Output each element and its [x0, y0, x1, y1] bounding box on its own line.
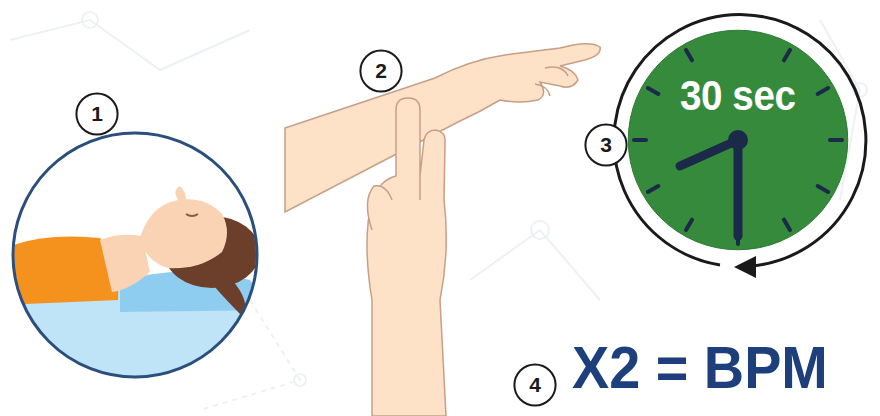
clock-tick: [818, 88, 828, 94]
timer-ring: [614, 15, 866, 278]
pointing-hand: [367, 98, 446, 416]
frame-ring: [13, 133, 257, 377]
circle-shape: [585, 124, 626, 165]
clock-face: 30 sec: [626, 28, 850, 252]
network-line: [10, 20, 250, 70]
wrist-check: [285, 44, 600, 416]
step-number: 1: [76, 93, 118, 135]
resting-person: [0, 133, 270, 390]
step-number: 4: [514, 364, 556, 406]
curled-fingers: [535, 67, 568, 96]
ring-arc: [614, 15, 866, 266]
clock-tick: [818, 186, 828, 192]
minute-hand: [734, 140, 743, 236]
finger-gap: [419, 176, 421, 200]
circle-shape: [628, 30, 848, 250]
nose: [175, 186, 186, 200]
callout-number: 3: [600, 133, 612, 157]
formula-text: X2 = BPM: [572, 338, 828, 398]
circle-shape: [76, 93, 117, 134]
network-dot: [294, 374, 306, 386]
clock-tick: [736, 232, 740, 244]
face: [140, 199, 227, 268]
clock-tick: [648, 186, 658, 192]
network-line: [470, 230, 600, 300]
step-number: 3: [585, 124, 627, 166]
thumb: [367, 186, 392, 230]
step-number: 2: [360, 50, 402, 92]
clock-tick: [784, 220, 790, 230]
clock-tick: [634, 138, 646, 142]
duration-text: 30 sec: [680, 72, 795, 120]
circle-shape: [360, 50, 401, 91]
clock-tick: [686, 220, 692, 230]
network-dot: [82, 12, 98, 28]
closed-eye: [186, 214, 198, 216]
network-dot: [531, 221, 549, 239]
clock-tick: [686, 50, 692, 60]
callout-number: 2: [375, 59, 387, 83]
hour-hand: [680, 140, 738, 166]
callout-number: 1: [91, 102, 103, 126]
clock-tick: [784, 50, 790, 60]
hair: [214, 280, 246, 318]
shirt: [0, 237, 118, 306]
callout-number: 4: [529, 373, 541, 397]
clock-tick: [648, 88, 658, 94]
clock-tick: [830, 138, 842, 142]
clock-ticks: [634, 50, 842, 244]
clock-center: [728, 130, 748, 150]
circle-shape: [514, 364, 555, 405]
circle-outline: [626, 28, 850, 252]
ring-arrowhead: [734, 256, 756, 278]
